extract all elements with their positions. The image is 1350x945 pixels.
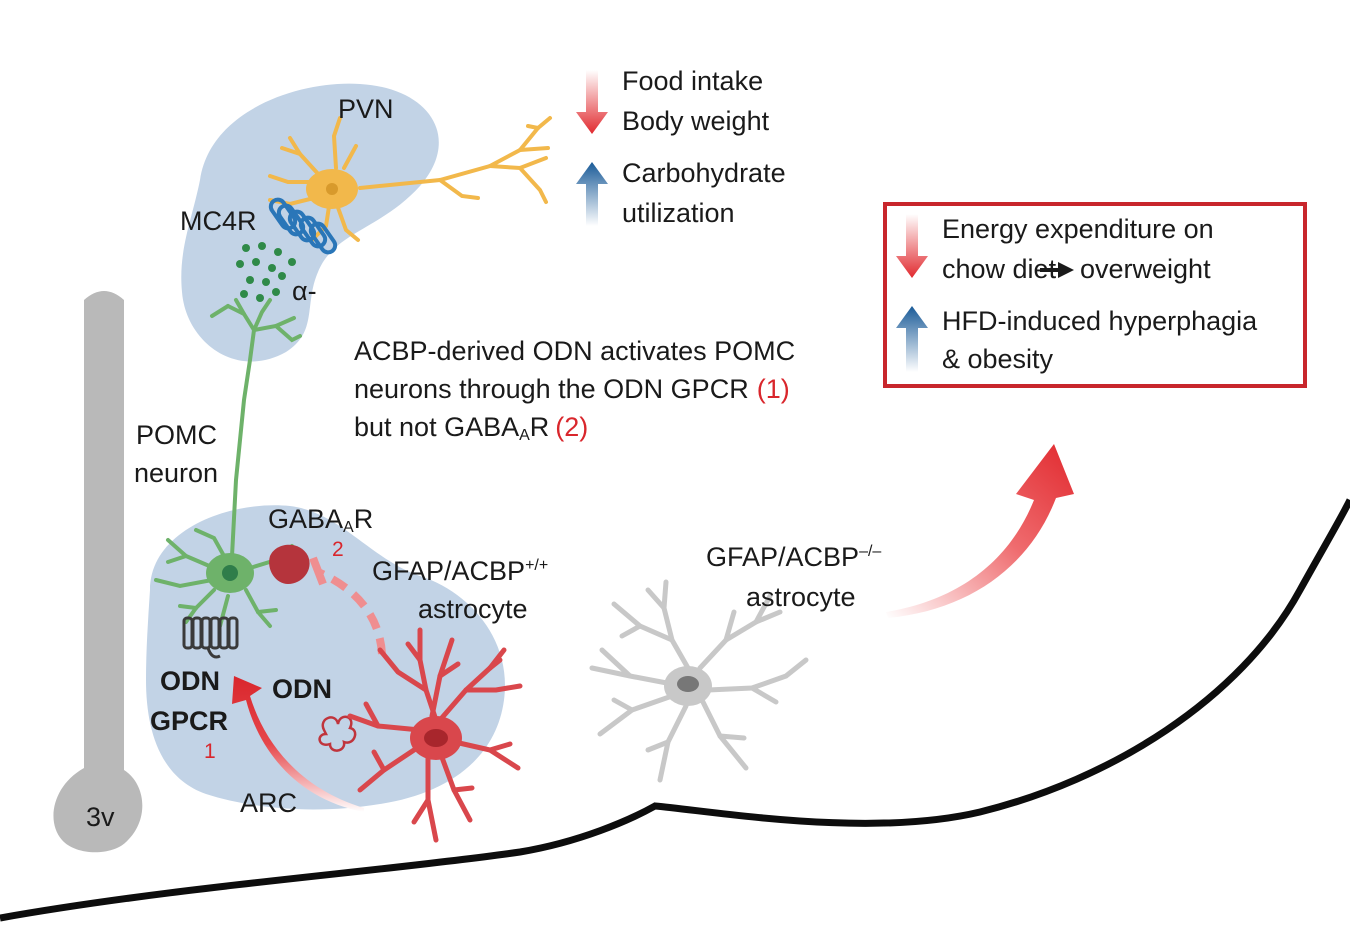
pvn-neuron-nucleus	[326, 183, 338, 195]
pomc-label-line1: POMC	[136, 420, 217, 450]
odn-gpcr-label-line2: GPCR	[150, 706, 228, 736]
gabaar-number: 2	[332, 538, 344, 561]
astro-neg-label-line1: GFAP/ACBP–/–	[706, 542, 881, 572]
astrocyte-neg	[589, 579, 809, 783]
odn-gpcr-receptor	[182, 616, 239, 659]
odn-gpcr-number: 1	[204, 740, 216, 763]
up-arrow-carb	[576, 162, 608, 226]
astro-pos-label-line2: astrocyte	[418, 594, 528, 624]
caption-line1: ACBP-derived ODN activates POMC	[354, 336, 795, 366]
caption-line3: but not GABAAR(2)	[354, 412, 588, 444]
ventricle-label: 3v	[86, 802, 115, 832]
alpha-msh-dots	[236, 242, 296, 302]
down-arrow-food	[576, 70, 608, 134]
arc-label: ARC	[240, 788, 297, 818]
gabaa-dashed-line	[316, 568, 386, 655]
arc-region	[146, 505, 505, 810]
gabaar-label: GABAAR	[268, 504, 373, 536]
mc4r-label: MC4R	[180, 206, 257, 236]
effect-utilization: utilization	[622, 198, 735, 228]
knockout-effect-arrow	[886, 444, 1074, 618]
odn-label: ODN	[272, 674, 332, 704]
ko-chow-diet: chow diet	[942, 254, 1057, 284]
odn-gpcr-label-line1: ODN	[160, 666, 220, 696]
knockout-box	[883, 202, 1307, 388]
gabaa-receptor	[269, 544, 310, 584]
ko-energy-expenditure: Energy expenditure on	[942, 214, 1214, 244]
effect-food-intake: Food intake	[622, 66, 763, 96]
gabaa-block-bar	[309, 556, 327, 586]
pomc-neuron	[154, 298, 302, 628]
astrocyte-pos-nucleus	[424, 729, 448, 747]
astro-pos-label-line1: GFAP/ACBP+/+	[372, 556, 548, 586]
ko-obesity: & obesity	[942, 344, 1054, 374]
astrocyte-pos	[347, 627, 523, 843]
ko-hfd-hyperphagia: HFD-induced hyperphagia	[942, 306, 1258, 336]
pvn-label: PVN	[338, 94, 394, 124]
ko-up-arrow	[896, 306, 928, 372]
astro-neg-label-line2: astrocyte	[746, 582, 856, 612]
mc4r-receptor	[268, 197, 338, 255]
pomc-label-line2: neuron	[134, 458, 218, 488]
odn-to-gpcr-arrow	[232, 676, 364, 812]
astrocyte-neg-nucleus	[677, 676, 699, 692]
pomc-neuron-nucleus	[222, 565, 238, 581]
third-ventricle	[53, 291, 143, 853]
effect-carbohydrate: Carbohydrate	[622, 158, 786, 188]
odn-peptide-icon	[318, 715, 357, 752]
effect-body-weight: Body weight	[622, 106, 770, 136]
ko-overweight: overweight	[1080, 254, 1211, 284]
caption-line2: neurons through the ODN GPCR(1)	[354, 374, 790, 404]
ko-down-arrow	[896, 214, 928, 278]
alpha-msh-label: α-	[292, 276, 317, 306]
ko-right-arrow-icon	[1040, 262, 1074, 278]
brain-outline	[0, 498, 1350, 922]
